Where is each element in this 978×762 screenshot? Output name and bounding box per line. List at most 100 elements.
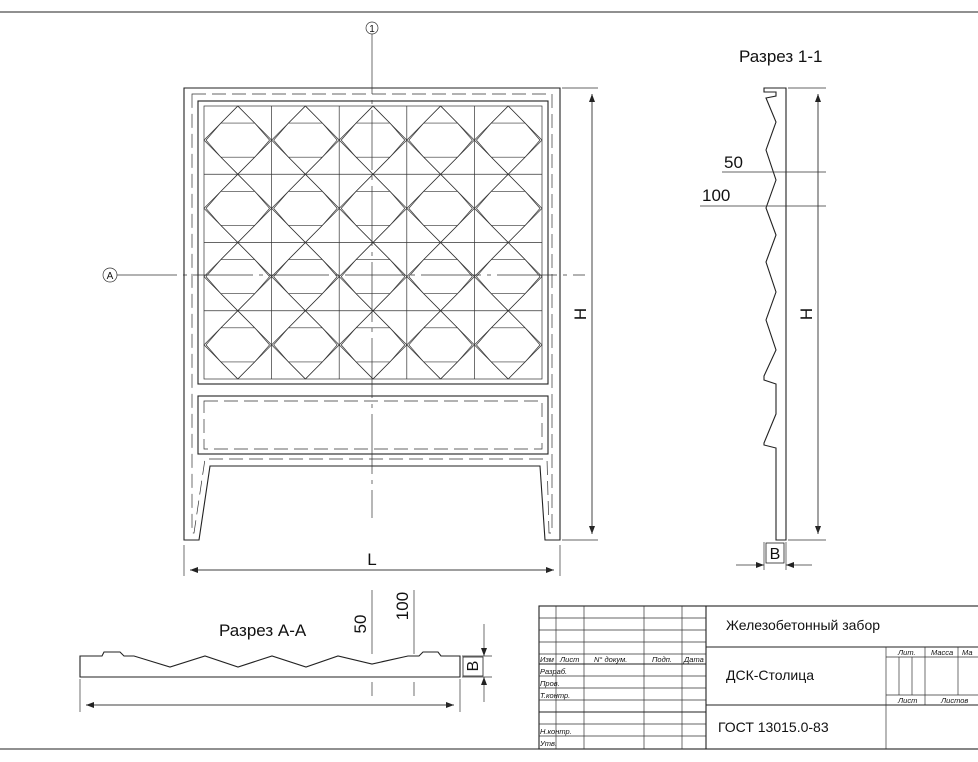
lattice-line <box>408 344 424 363</box>
lattice-line <box>457 327 473 346</box>
lattice-line <box>440 156 458 175</box>
lattice-line <box>288 293 306 311</box>
lattice-line <box>408 259 424 277</box>
lattice-line <box>220 225 239 243</box>
lattice-line <box>273 191 289 209</box>
dimension-l: L <box>183 545 561 576</box>
lattice-line <box>476 139 492 158</box>
lattice-line <box>305 156 323 175</box>
section-line-1-1: 1 <box>365 21 379 518</box>
lattice-line <box>322 344 338 363</box>
lattice-line <box>524 327 541 346</box>
lattice-line <box>372 105 391 124</box>
lattice-line <box>237 310 255 329</box>
lattice-line <box>305 293 323 311</box>
lattice-line <box>476 259 492 277</box>
lattice-line <box>254 259 270 277</box>
lattice-line <box>423 361 441 380</box>
lattice-line <box>305 361 323 380</box>
lattice-line <box>220 174 239 192</box>
lattice-line <box>389 208 406 226</box>
lattice-line <box>254 208 270 226</box>
lattice-line <box>491 293 509 311</box>
lattice-line <box>372 156 391 175</box>
lattice-line <box>288 242 306 260</box>
lattice-line <box>372 361 391 380</box>
lattice-line <box>457 344 473 363</box>
lattice-line <box>389 139 406 158</box>
lattice-line <box>237 361 255 380</box>
decorative-lattice <box>203 105 543 380</box>
dimension-b-label: B <box>770 546 781 563</box>
lattice-line <box>220 310 239 329</box>
title-block-standard: ГОСТ 13015.0-83 <box>718 719 829 735</box>
lattice-line <box>273 208 289 226</box>
lattice-line <box>322 259 338 277</box>
dimension-h-label: H <box>571 308 590 320</box>
dimension-h-section-label: H <box>797 308 816 320</box>
lattice-line <box>273 259 289 277</box>
lattice-line <box>305 310 323 329</box>
lattice-line <box>273 122 289 141</box>
lattice-line <box>340 276 357 294</box>
lattice-line <box>524 344 541 363</box>
section-line-a-a: А <box>102 267 585 283</box>
sheet-frame <box>0 11 978 750</box>
lattice-line <box>389 344 406 363</box>
lattice-line <box>476 208 492 226</box>
lattice-line <box>524 259 541 277</box>
lattice-line <box>254 191 270 209</box>
lattice-line <box>205 191 222 209</box>
lattice-line <box>340 122 357 141</box>
lattice-line <box>491 310 509 329</box>
lattice-line <box>507 293 526 311</box>
lattice-line <box>408 327 424 346</box>
lattice-line <box>305 105 323 124</box>
lattice-line <box>372 310 391 329</box>
row-nkontr: Н.контр. <box>540 727 572 736</box>
lattice-line <box>457 208 473 226</box>
lattice-line <box>476 122 492 141</box>
lattice-line <box>440 361 458 380</box>
lattice-line <box>440 310 458 329</box>
lattice-line <box>408 191 424 209</box>
lattice-line <box>340 327 357 346</box>
col-date: Дата <box>683 655 704 664</box>
lattice-line <box>322 122 338 141</box>
lattice-line <box>440 293 458 311</box>
title-block-name: Железобетонный забор <box>726 617 880 633</box>
lattice-line <box>440 242 458 260</box>
section-1-1: Разрез 1-1 50 100 H B <box>700 47 826 570</box>
lattice-line <box>423 310 441 329</box>
lattice-line <box>524 139 541 158</box>
row-razrab: Разраб. <box>540 667 567 676</box>
section-a-a: Разрез А-А 50 100 B <box>79 590 492 712</box>
section-1-mark: 1 <box>369 24 375 35</box>
lattice-line <box>476 327 492 346</box>
lattice-line <box>507 156 526 175</box>
lattice-line <box>273 276 289 294</box>
lattice-line <box>507 225 526 243</box>
lattice-line <box>237 174 255 192</box>
lattice-line <box>220 361 239 380</box>
lattice-line <box>220 242 239 260</box>
dimension-a-b-label: B <box>465 661 482 672</box>
lattice-line <box>254 344 270 363</box>
lattice-line <box>273 139 289 158</box>
lattice-line <box>440 105 458 124</box>
lattice-line <box>322 191 338 209</box>
lattice-line <box>205 276 222 294</box>
dimension-100-label: 100 <box>702 186 730 205</box>
lattice-line <box>476 276 492 294</box>
lattice-line <box>507 242 526 260</box>
lattice-line <box>491 156 509 175</box>
lattice-line <box>322 208 338 226</box>
lattice-line <box>491 225 509 243</box>
lattice-line <box>273 344 289 363</box>
lattice-line <box>340 139 357 158</box>
dimension-50-label: 50 <box>724 153 743 172</box>
lattice-line <box>423 242 441 260</box>
lattice-line <box>524 122 541 141</box>
lattice-line <box>423 174 441 192</box>
section-1-1-title: Разрез 1-1 <box>739 47 822 66</box>
